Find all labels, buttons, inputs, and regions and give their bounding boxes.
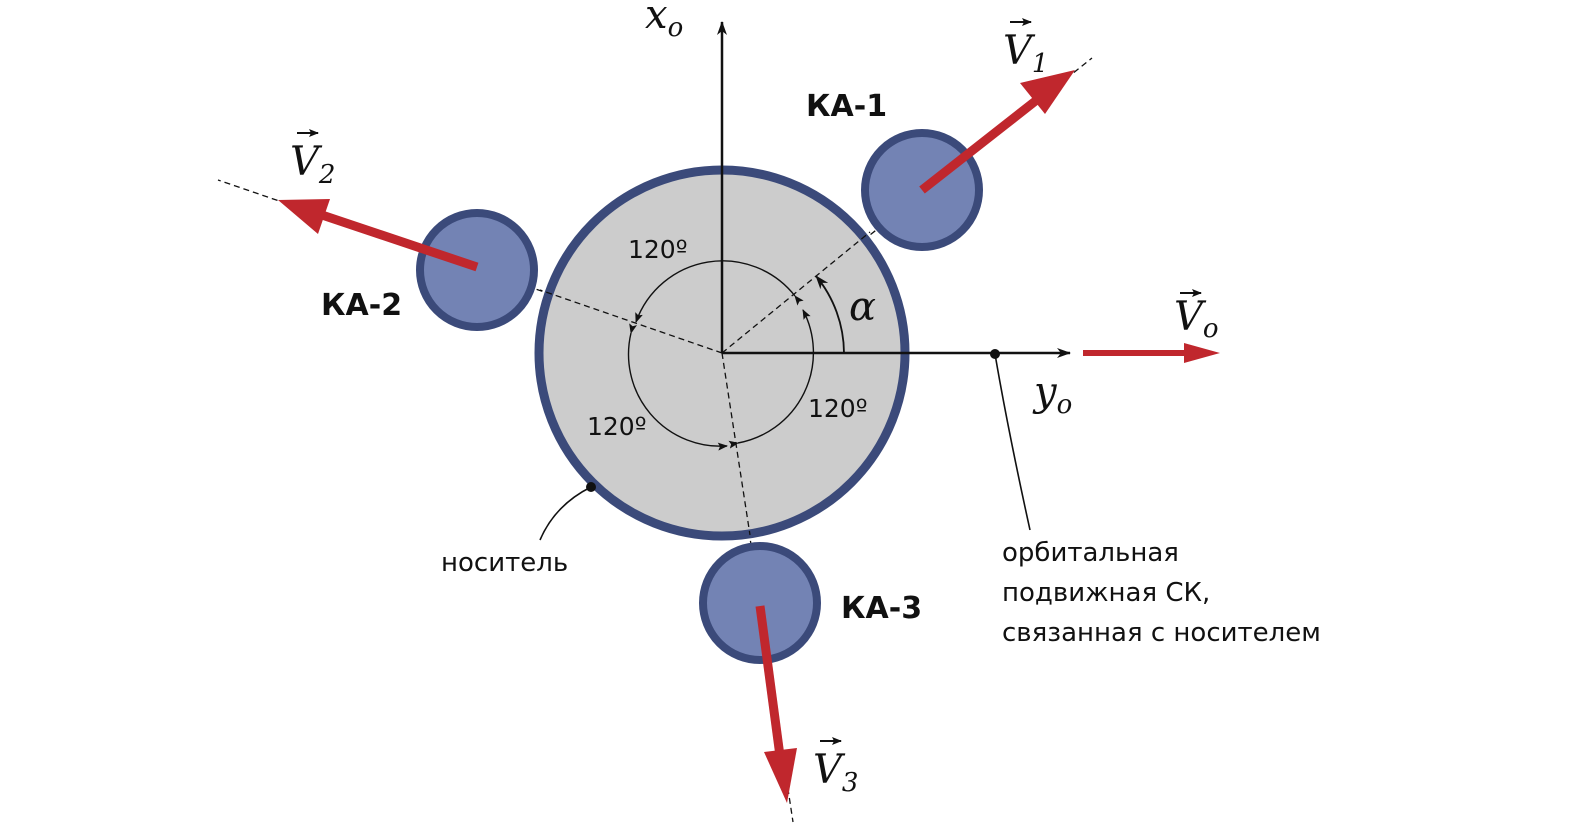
angle-label-right: 120º — [808, 394, 868, 423]
svg-text:V2: V2 — [290, 139, 335, 190]
spacecraft-2-body — [416, 209, 538, 331]
y-axis-label: yo — [1032, 369, 1072, 420]
spacecraft-3-body — [699, 542, 821, 664]
spacecraft-2-label: КА-2 — [321, 288, 402, 323]
velocity-arrow-2 — [278, 199, 479, 272]
svg-text:Vo: Vo — [1174, 294, 1219, 344]
carrier-velocity-arrow — [1083, 343, 1220, 363]
frame-leader-line — [994, 353, 1031, 531]
alpha-arc — [815, 275, 845, 354]
spacecraft-1-label: КА-1 — [806, 89, 887, 124]
velocity-label-3: V3 — [813, 737, 858, 798]
arc-2-3 — [627, 323, 728, 451]
velocity-label-1: V1 — [1003, 18, 1048, 79]
alpha-label: α — [849, 284, 876, 330]
arc-3-1 — [728, 309, 815, 449]
frame-note: орбитальная подвижная СК, связанная с но… — [1002, 538, 1321, 648]
x-axis-label: xo — [645, 0, 683, 43]
velocity-label-2: V2 — [290, 129, 335, 190]
svg-text:V3: V3 — [813, 747, 858, 798]
svg-text:V1: V1 — [1003, 28, 1048, 79]
velocity-arrow-1 — [919, 70, 1075, 194]
frame-leader-dot — [990, 349, 1000, 359]
carrier-leader-line — [539, 486, 592, 541]
carrier-velocity-label: Vo — [1174, 289, 1219, 344]
angle-label-left: 120º — [587, 412, 647, 441]
spacecraft-3-label: КА-3 — [841, 591, 922, 626]
angle-label-top: 120º — [628, 235, 688, 264]
arc-1-2 — [635, 260, 804, 323]
velocity-arrow-3 — [755, 605, 797, 803]
carrier-label: носитель — [441, 548, 568, 578]
carrier-leader-dot — [586, 482, 596, 492]
